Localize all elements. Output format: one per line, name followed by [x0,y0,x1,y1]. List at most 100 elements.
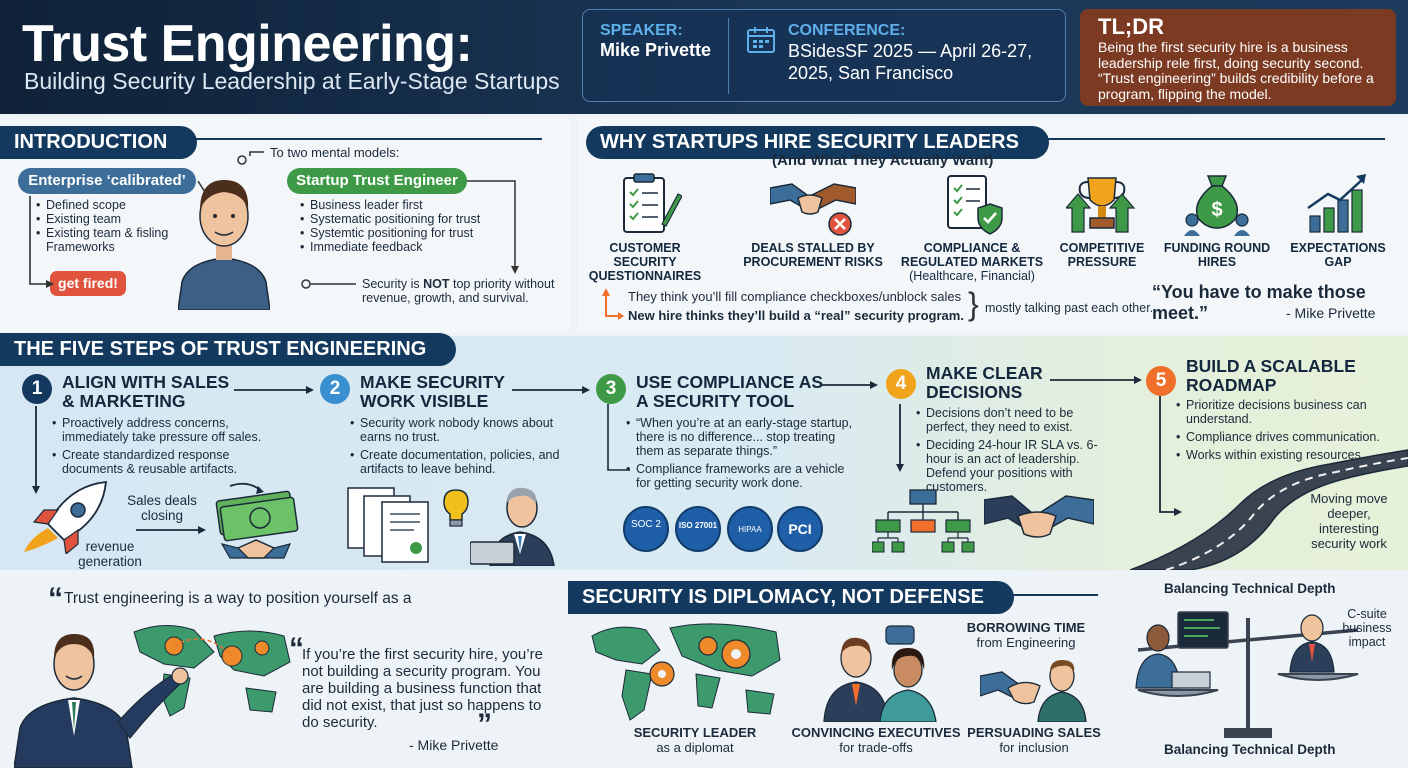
dip-sub: for trade-offs [839,740,913,755]
list-item: “When you’re at an early-stage startup, … [626,416,858,458]
why-label-funding: FUNDING ROUND HIRES [1163,241,1271,269]
dip-title: CONVINCING EXECUTIVES [791,725,961,740]
speaker-illustration [178,180,270,310]
step-2-title: MAKE SECURITY WORK VISIBLE [360,372,505,411]
badge-pci-label: PCI [788,521,811,537]
trophy-icon [1066,177,1136,233]
five-steps-heading: THE FIVE STEPS OF TRUST ENGINEERING [0,333,457,366]
step-1-title: ALIGN WITH SALES & MARKETING [62,372,230,411]
list-item: Existing team [36,212,196,226]
step-2-bullets: Security work nobody knows about earns n… [350,416,575,480]
business-handshake-icon [984,495,1094,538]
list-item: Defined scope [36,198,196,212]
list-item: Works within existing resources. [1176,448,1392,462]
dip-sub: from Engineering [976,635,1076,650]
step-1-bullets: Proactively address concerns, immediatel… [52,416,290,480]
startup-list: Business leader first Systematic positio… [300,198,520,254]
note-emphasis: NOT [423,277,450,291]
why-label-competitive: COMPETITIVE PRESSURE [1059,241,1145,269]
dip-title: BORROWING TIME [966,620,1086,635]
note-text: Security is [362,277,424,291]
csuite-caption: C-suite business impact [1342,607,1392,649]
dip-sub: as a diplomat [656,740,734,755]
step-3-number: 3 [596,374,626,404]
tldr-text: Being the first security hire is a busin… [1098,39,1374,102]
list-item: Create documentation, policies, and arti… [350,448,575,476]
list-item: Create standardized response documents &… [52,448,290,476]
compliance-badges: SOC 2 ISO 27001 HIPAA PCI [623,506,823,552]
get-fired-badge: get fired! [50,271,126,296]
list-item: Systematic positioning for trust [300,212,520,226]
rocket-icon [24,480,108,554]
step-5-bullets: Prioritize decisions business can unders… [1176,398,1392,466]
step-4-number: 4 [886,369,916,399]
conference-label: CONFERENCE: [788,22,906,39]
list-item: Security work nobody knows about earns n… [350,416,575,444]
open-quote-icon: “ [48,582,63,615]
heading-rule [978,594,1098,596]
diplomacy-heading: SECURITY IS DIPLOMACY, NOT DEFENSE [568,581,1014,614]
list-item: Business leader first [300,198,520,212]
list-item: Systemtic positioning for trust [300,226,520,240]
why-label-compliance: COMPLIANCE & REGULATED MARKETS(Healthcar… [898,241,1046,283]
speaker-conference-box [582,9,1066,102]
list-item: Existing team & fisling Frameworks [36,226,196,254]
open-quote-icon: “ [289,632,304,665]
why-label-deals: DEALS STALLED BY PROCUREMENT RISKS [743,241,883,269]
list-item: Compliance drives communication. [1176,430,1392,444]
tldr-box [1080,9,1396,106]
step-3-bullets: “When you’re at an early-stage startup, … [626,416,858,494]
step-2-number: 2 [320,374,350,404]
why-label-questionnaires: CUSTOMER SECURITY QUESTIONNAIRES [588,241,702,283]
roadmap-caption: Moving move deeper, interesting security… [1310,491,1388,551]
sales-deals-caption: Sales deals closing [127,493,197,523]
badge-iso-label: ISO 27001 [679,521,718,530]
divider [728,18,729,94]
money-handshake-icon [215,482,299,559]
svg-text:$: $ [1211,199,1222,221]
page-subtitle: Building Security Leadership at Early-St… [24,68,560,94]
tldr-label: TL;DR [1098,14,1164,39]
lightbulb-icon [443,489,469,527]
introduction-heading: INTRODUCTION [0,126,198,159]
mismatch-summary: mostly talking past each other. [985,301,1154,315]
speaker-map-illustration [14,625,291,768]
badge-hipaa-label: HIPAA [738,525,762,534]
first-hire-quote: If you’re the first security hire, you’r… [302,646,543,731]
close-quote-icon: ” [477,708,492,741]
executives-icon [823,625,937,722]
mismatch-employer: They think you’ll fill compliance checkb… [628,289,962,304]
page-title: Trust Engineering: [22,15,473,73]
why-quote: “You have to make those meet.” [1152,282,1366,323]
step-5-title: BUILD A SCALABLE ROADMAP [1186,356,1356,395]
handshake-icon [770,183,856,236]
step-5-number: 5 [1146,366,1176,396]
growth-chart-icon [1307,174,1366,233]
person-laptop-icon [470,487,555,566]
brace-icon: } [968,286,979,322]
dip-title: SECURITY LEADER [633,725,757,740]
documents-icon [347,487,429,563]
org-chart-icon [872,489,975,553]
dip-sub: for inclusion [999,740,1069,755]
why-quote-author: - Mike Privette [1286,305,1376,321]
heading-rule [1040,138,1385,140]
why-label-text: COMPLIANCE & REGULATED MARKETS [900,241,1044,269]
note-text: top priority without revenue, growth, an… [362,277,555,305]
list-item: Decisions don’t need to be perfect, they… [916,406,1116,434]
list-item: Immediate feedback [300,240,520,254]
speaker-label: SPEAKER: [600,22,683,39]
first-hire-quote-author: - Mike Privette [409,737,499,753]
why-heading: WHY STARTUPS HIRE SECURITY LEADERS [586,126,1049,159]
heading-rule [180,138,542,140]
sales-handshake-icon [980,660,1087,722]
enterprise-pill: Enterprise ‘calibrated’ [18,168,196,194]
list-item: Deciding 24-hour IR SLA vs. 6-hour is an… [916,438,1116,494]
mismatch-hire: New hire thinks they’ll build a “real” s… [628,308,964,323]
intro-note: Security is NOT top priority without rev… [362,277,567,305]
list-item: Proactively address concerns, immediatel… [52,416,290,444]
world-map-gears-icon [591,623,781,721]
